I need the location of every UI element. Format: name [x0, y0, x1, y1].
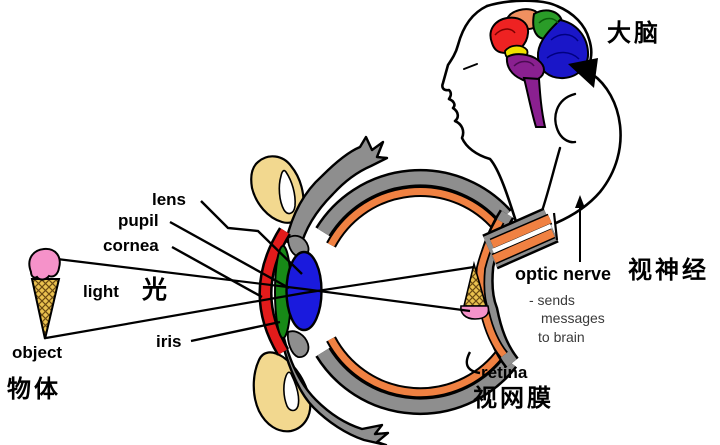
- label-optic-nerve-zh: 视神经: [628, 257, 709, 284]
- ear-curve: [554, 92, 577, 144]
- brain-texture: [538, 17, 559, 24]
- optic-nerve-desc-line3: to brain: [538, 329, 585, 345]
- optic-nerve-desc-line1: - sends: [529, 292, 575, 308]
- ciliary-body-bottom: [286, 330, 310, 358]
- object-scoop: [28, 247, 61, 281]
- label-iris: iris: [156, 332, 182, 351]
- optic-nerve-pathway-curve: [554, 72, 622, 225]
- brain-texture: [546, 33, 580, 60]
- sclera-arc-bottom: [317, 348, 516, 413]
- nerve-stub-stripe1: [490, 215, 552, 248]
- leader-line-lens: [200, 200, 303, 275]
- nerve-stub-tip-cut: [552, 212, 559, 241]
- brain-illustration: [489, 8, 598, 128]
- label-light-en: light: [83, 282, 119, 301]
- label-pupil: pupil: [118, 211, 159, 230]
- label-light-zh: 光: [142, 276, 171, 304]
- eyebrow-line: [463, 63, 478, 70]
- sclera-arc-top: [317, 171, 510, 236]
- nerve-stub-stripe2: [492, 229, 555, 263]
- leader-line-pupil: [169, 220, 290, 290]
- eyelid-top-slit: [278, 169, 296, 215]
- label-object-zh: 物体: [7, 376, 61, 403]
- label-retina-zh: 视网膜: [473, 385, 554, 412]
- retina-image-inverted-icecream: [460, 260, 490, 320]
- choroid-arc-bottom: [327, 337, 505, 397]
- label-retina-en: retina: [481, 363, 528, 382]
- face-outline: [441, 4, 520, 230]
- brain-texture: [513, 60, 535, 67]
- object-cone: [30, 278, 61, 340]
- retina-image-scoop: [460, 305, 490, 320]
- nerve-to-brain-arrowhead: [568, 58, 598, 88]
- eye-muscle-top: [284, 135, 389, 251]
- light-ray-upper: [56, 257, 471, 313]
- leader-line-iris: [190, 320, 281, 343]
- optic-nerve-desc-line2: messages: [541, 310, 605, 326]
- object-icecream: [28, 247, 61, 340]
- label-lens: lens: [152, 190, 187, 209]
- label-object-en: object: [12, 343, 63, 362]
- eyelid-bottom-slit: [283, 371, 300, 412]
- eye-muscle-bottom: [280, 336, 390, 445]
- brain-region-red: [489, 16, 530, 55]
- leader-line-cornea: [171, 245, 263, 299]
- label-optic-nerve-en: optic nerve: [515, 264, 612, 284]
- leader-brace-retina: [465, 351, 481, 375]
- label-cornea: cornea: [103, 236, 159, 255]
- brain-texture: [494, 28, 516, 36]
- light-ray-lower: [45, 265, 475, 340]
- cornea-arc: [261, 228, 289, 355]
- optic-nerve-pointer-arrowhead: [575, 195, 585, 208]
- choroid-arc-top: [327, 188, 500, 247]
- eyelid-top: [250, 155, 305, 224]
- brain-stem: [522, 76, 547, 128]
- nerve-stub-gap: [492, 223, 552, 254]
- label-brain-zh: 大脑: [607, 20, 661, 47]
